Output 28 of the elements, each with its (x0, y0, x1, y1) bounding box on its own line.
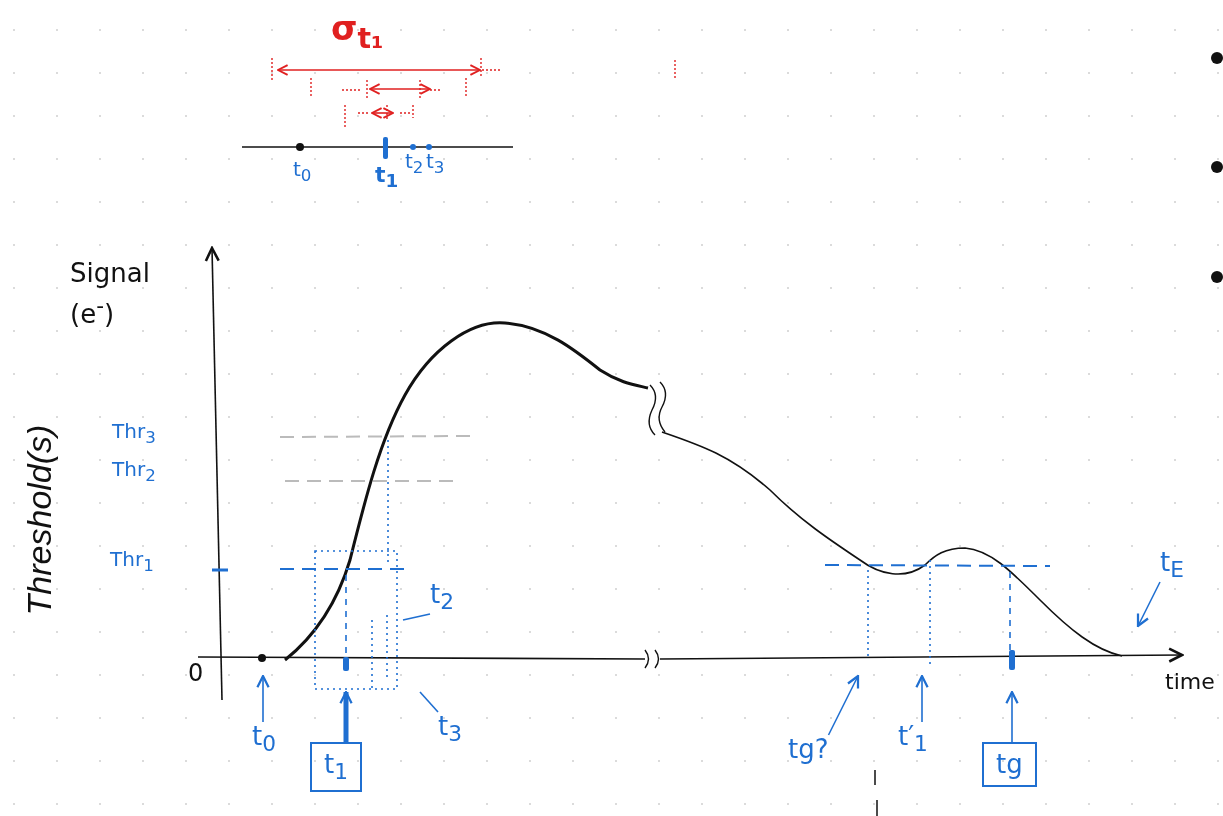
threshold-label: Thr$_{2}$ (112, 458, 156, 486)
axis-title: Signal (e$^{-}$) (70, 257, 151, 332)
arrow (915, 674, 929, 723)
threshold-label: Thr$_{3}$ (112, 420, 156, 448)
axis-title: time (1165, 670, 1215, 695)
arrow (827, 674, 860, 736)
arrow (1136, 581, 1161, 628)
time-label: t$_{1}$ (375, 163, 399, 192)
boxed-time-label: t$_{1}$ (310, 742, 362, 792)
threshold-label: Thr$_{1}$ (110, 548, 154, 576)
arrow (1005, 690, 1019, 743)
time-label: t$_{E}$ (1160, 548, 1184, 582)
axis-title: Threshold(s) (21, 424, 59, 616)
arrow (256, 674, 270, 723)
leader-line (419, 691, 439, 713)
time-label: t$_{0}$ (293, 158, 312, 186)
time-label: t$_{3}$ (438, 712, 462, 746)
time-label: t$_{0}$ (252, 722, 276, 756)
arrow (339, 690, 353, 742)
boxed-time-label: tg (982, 742, 1037, 787)
axis-origin-label: 0 (188, 660, 204, 687)
time-label: tg? (788, 735, 829, 764)
time-label: t′$_{1}$ (898, 722, 928, 756)
time-label: t$_{3}$ (426, 150, 445, 178)
time-label: t$_{2}$ (430, 580, 454, 614)
time-label: t$_{2}$ (405, 150, 424, 178)
leader-line (402, 613, 431, 621)
math-symbol: σ$_{t₁}$ (331, 10, 384, 54)
